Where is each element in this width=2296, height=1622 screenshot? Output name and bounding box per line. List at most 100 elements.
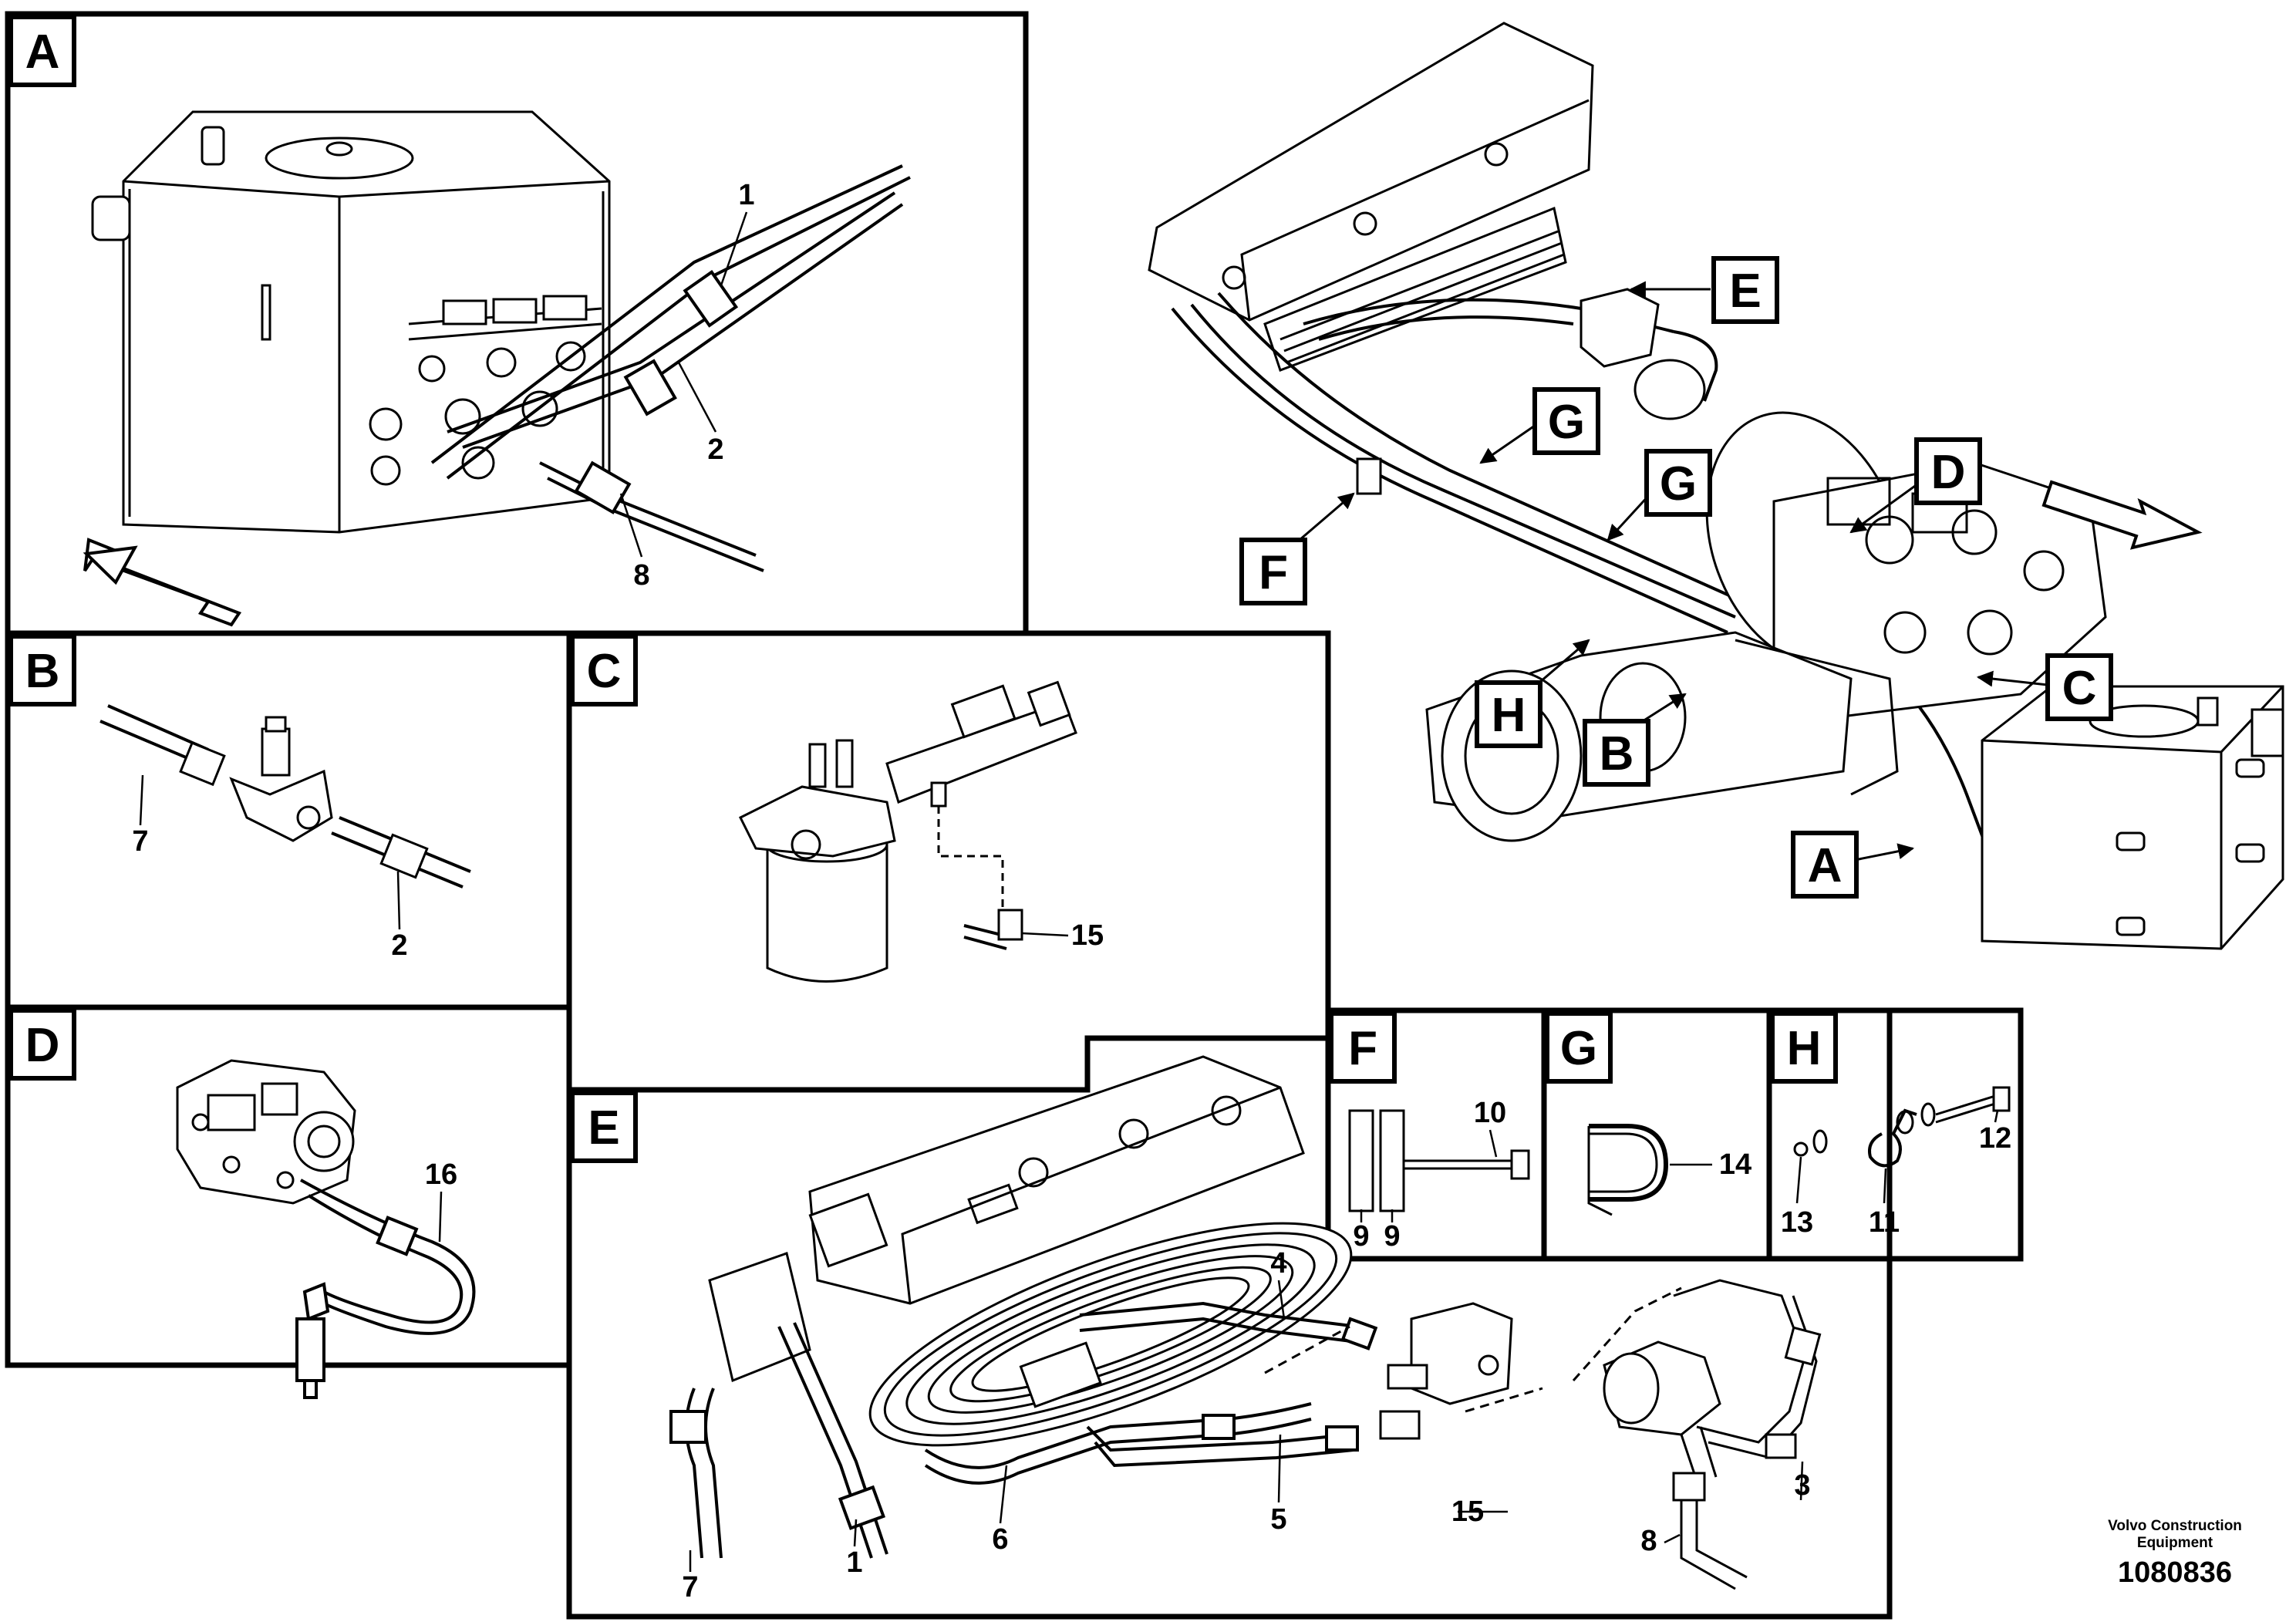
part-number: 7 [132, 825, 148, 858]
svg-text:E: E [588, 1101, 619, 1155]
overview-tank [1981, 685, 2284, 950]
panel-c-frame [566, 630, 1331, 1093]
panel-a-leaders [619, 211, 748, 558]
part-number: 7 [682, 1571, 698, 1603]
svg-text:G: G [1560, 1022, 1597, 1075]
part-number: 6 [992, 1523, 1008, 1556]
panel-f-part-numbers: 10 9 9 [1353, 1097, 1506, 1253]
panel-h-part-numbers: 12 13 11 [1781, 1122, 2011, 1239]
cooling-fan [868, 1222, 1353, 1447]
publisher-footer: Volvo Construction Equipment 1080836 [2075, 1518, 2275, 1590]
direction-arrow-overview [2041, 480, 2203, 550]
panel-a-part-numbers: 1 2 8 [633, 179, 754, 592]
panel-label-b: B [8, 634, 76, 706]
callout-g-2: G [1644, 449, 1712, 517]
svg-text:G: G [1548, 396, 1585, 449]
svg-text:G: G [1660, 457, 1697, 511]
panel-d-drawing [176, 1059, 476, 1399]
brand-line-1: Volvo Construction [2108, 1518, 2242, 1534]
panel-c-drawing [738, 680, 1077, 983]
part-number: 2 [391, 929, 407, 962]
callout-d: D [1914, 437, 1982, 505]
svg-text:A: A [1808, 839, 1843, 892]
control-valve [1379, 1302, 1513, 1440]
svg-text:H: H [1492, 689, 1526, 742]
pump-body [176, 1059, 356, 1205]
direction-arrow-a [83, 538, 242, 627]
callout-e: E [1711, 256, 1779, 324]
document-number: 1080836 [2118, 1556, 2232, 1589]
panel-label-g: G [1545, 1011, 1613, 1084]
hydraulic-tank [91, 110, 611, 534]
callout-a: A [1791, 831, 1859, 899]
brand-line-2: Equipment [2136, 1535, 2213, 1551]
panel-b-part-numbers: 7 2 [132, 825, 407, 962]
panel-label-a: A [8, 15, 76, 87]
svg-text:C: C [587, 645, 622, 698]
svg-text:C: C [2062, 662, 2097, 715]
hose-16 [295, 1179, 476, 1399]
panel-a-drawing [83, 110, 911, 627]
callout-f: F [1239, 538, 1307, 605]
part-number: 10 [1474, 1097, 1506, 1129]
part-number: 13 [1781, 1206, 1813, 1239]
oil-filter [738, 680, 1077, 983]
part-number: 8 [1640, 1525, 1657, 1557]
panel-g-drawing [1587, 1124, 1712, 1216]
part-number: 16 [425, 1158, 457, 1191]
part-number: 1 [738, 179, 754, 211]
overview-valve [1356, 288, 1706, 495]
svg-text:A: A [25, 25, 60, 79]
overview-callouts: E G G D F C H B A [1239, 256, 2113, 899]
panel-b-drawing [99, 704, 471, 930]
overview-cooler [1148, 22, 1594, 372]
svg-text:F: F [1348, 1022, 1377, 1075]
panel-label-c: C [570, 634, 638, 706]
part-number: 5 [1270, 1503, 1286, 1536]
overview-hoses [1171, 292, 1991, 857]
svg-text:F: F [1259, 546, 1288, 599]
part-number: 15 [1451, 1496, 1484, 1528]
part-number: 15 [1071, 919, 1104, 952]
panel-label-e: E [570, 1091, 638, 1163]
panel-label-d: D [8, 1008, 76, 1081]
panel-e-hoses [669, 1301, 1378, 1559]
panel-labels: A B C D E F G H [8, 15, 1838, 1163]
valve-body [229, 716, 333, 842]
callout-c: C [2045, 653, 2113, 721]
part-number: 9 [1353, 1220, 1369, 1253]
part-number: 11 [1869, 1206, 1900, 1239]
panel-e-part-numbers: 4 3 15 5 6 1 7 8 [682, 1247, 1810, 1603]
overview-drawing [1148, 22, 2284, 950]
part-number: 4 [1270, 1247, 1286, 1280]
part-number: 8 [633, 559, 649, 592]
panel-h-drawing [1793, 1086, 2011, 1204]
panel-h-frame [1766, 1007, 2024, 1262]
panel-c-part-numbers: 15 [1071, 919, 1104, 952]
panel-g-part-numbers: 14 [1719, 1148, 1752, 1181]
part-number: 1 [846, 1546, 862, 1579]
callout-h: H [1475, 680, 1542, 748]
panel-f-drawing [1348, 1109, 1530, 1222]
panel-e-leaders [689, 1280, 1804, 1572]
callout-b: B [1583, 719, 1650, 787]
panel-d-part-numbers: 16 [425, 1158, 457, 1191]
svg-text:E: E [1729, 265, 1761, 318]
svg-text:D: D [25, 1019, 60, 1072]
part-number: 2 [707, 433, 723, 466]
overview-leaders [1299, 281, 2048, 862]
part-number: 14 [1719, 1148, 1752, 1181]
svg-text:B: B [1600, 727, 1634, 781]
panel-label-f: F [1329, 1011, 1397, 1084]
svg-text:H: H [1787, 1022, 1822, 1075]
svg-text:B: B [25, 645, 60, 698]
svg-text:D: D [1931, 446, 1966, 499]
part-number: 12 [1979, 1122, 2011, 1155]
panel-e-drawing [669, 1055, 1822, 1590]
panel-label-h: H [1770, 1011, 1838, 1084]
part-number: 9 [1384, 1220, 1400, 1253]
panel-a-hoses [430, 164, 911, 572]
callout-g-1: G [1532, 387, 1600, 455]
panel-frames [5, 11, 2024, 1620]
